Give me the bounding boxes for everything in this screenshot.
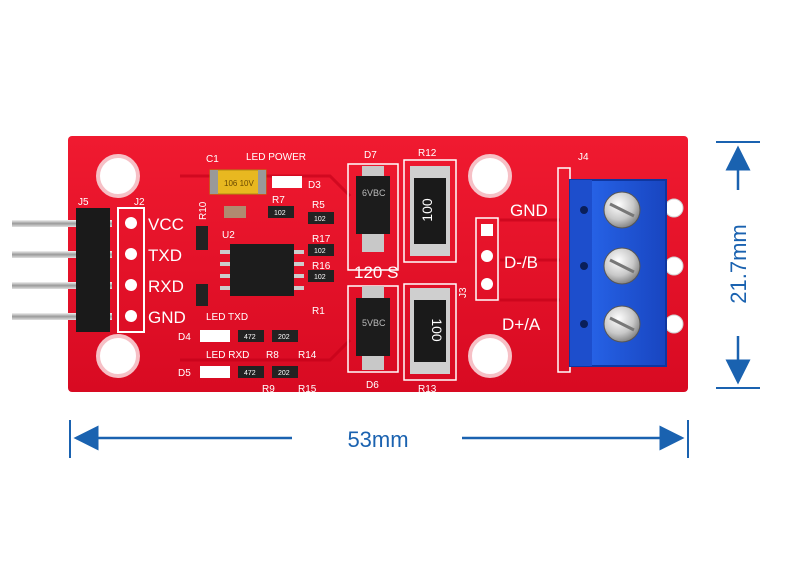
resistor-code: 102 <box>314 216 326 223</box>
header-label-vcc: VCC <box>148 215 184 234</box>
r14-ref: R14 <box>298 350 317 361</box>
j3-ref: J3 <box>458 287 469 298</box>
jumper-j3: J3 <box>458 217 499 301</box>
note-120s: 120 S <box>354 263 398 282</box>
resistor-code: 102 <box>274 210 286 217</box>
resistor-code: 102 <box>314 248 326 255</box>
resistor-code: 472 <box>244 334 256 341</box>
r17-ref: R17 <box>312 234 331 245</box>
terminal-label-gnd: GND <box>510 201 548 220</box>
mounting-hole <box>96 154 140 198</box>
r10-ref: R10 <box>198 201 209 220</box>
tvs-diode-d7: 6VBC D7 <box>347 150 399 271</box>
width-dimension: 53mm <box>69 420 689 458</box>
led-rxd <box>200 366 230 378</box>
d5-ref: D5 <box>178 368 191 379</box>
r9-ref: R9 <box>262 384 275 395</box>
r13-ref: R13 <box>418 384 437 395</box>
mounting-hole <box>96 334 140 378</box>
r16-ref: R16 <box>312 261 331 272</box>
resistor-r12: 100 R12 <box>403 148 457 263</box>
d6-ref: D6 <box>366 380 379 391</box>
resistor-r13: 100 R13 <box>403 283 457 395</box>
tvs-code-bottom: 5VBC <box>362 318 386 328</box>
r5-ref: R5 <box>312 200 325 211</box>
u2-ref: U2 <box>222 230 235 241</box>
r8-ref: R8 <box>266 350 279 361</box>
terminal-label-d-minus-b: D-/B <box>504 253 538 272</box>
resistor-code: 202 <box>278 334 290 341</box>
header-label-txd: TXD <box>148 246 182 265</box>
height-label: 21.7mm <box>726 224 751 303</box>
c1-ref: C1 <box>206 154 219 165</box>
pin-header: J5 J2 VCC TXD RXD GND <box>12 197 186 333</box>
small-resistors: 102 102 102 102 <box>196 206 334 306</box>
tvs-diode-d6: 5VBC D6 <box>347 285 399 391</box>
resistor-code: 202 <box>278 370 290 377</box>
chip-u2: U2 <box>220 230 304 296</box>
header-label-rxd: RXD <box>148 277 184 296</box>
pcb-board <box>68 136 688 392</box>
screw-terminal-block <box>557 167 684 373</box>
resistor-code: 472 <box>244 370 256 377</box>
r1-ref: R1 <box>312 306 325 317</box>
d3-ref: D3 <box>308 180 321 191</box>
width-label: 53mm <box>347 427 408 452</box>
d7-ref: D7 <box>364 150 377 161</box>
height-dimension: 21.7mm <box>716 141 760 389</box>
mounting-hole <box>468 154 512 198</box>
j5-ref: J5 <box>78 197 89 208</box>
tvs-code-top: 6VBC <box>362 188 386 198</box>
r15-ref: R15 <box>298 384 317 395</box>
capacitor-code: 106 10V <box>224 179 254 188</box>
led-txd-label: LED TXD <box>206 312 248 323</box>
resistor-value-bottom: 100 <box>429 318 445 342</box>
mounting-hole <box>468 334 512 378</box>
led-power <box>272 176 302 188</box>
header-label-gnd: GND <box>148 308 186 327</box>
j4-ref: J4 <box>578 152 589 163</box>
r12-ref: R12 <box>418 148 437 159</box>
d4-ref: D4 <box>178 332 191 343</box>
led-txd <box>200 330 230 342</box>
resistor-value-top: 100 <box>419 198 435 222</box>
led-rxd-label: LED RXD <box>206 350 249 361</box>
r7-ref: R7 <box>272 195 285 206</box>
capacitor-c1: 106 10V C1 <box>206 154 267 195</box>
resistor-code: 102 <box>314 274 326 281</box>
terminal-label-d-plus-a: D+/A <box>502 315 541 334</box>
j2-ref: J2 <box>134 197 145 208</box>
led-power-label: LED POWER <box>246 152 306 163</box>
